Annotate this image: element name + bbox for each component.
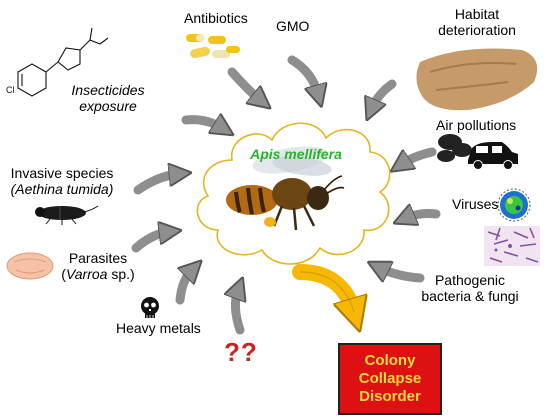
label-insecticides: Insecticides exposure bbox=[60, 82, 156, 114]
label-heavy-metals: Heavy metals bbox=[116, 320, 201, 336]
label-pathogenic-line1: Pathogenic bbox=[434, 272, 506, 288]
center-title: Apis mellifera bbox=[250, 146, 342, 162]
arrow-heavy bbox=[175, 270, 192, 305]
label-parasites-sp: sp.) bbox=[107, 266, 135, 282]
habitat-soil-icon bbox=[416, 48, 538, 111]
skull-icon bbox=[141, 297, 159, 318]
arrow-pathogenic bbox=[380, 268, 425, 278]
label-habitat-line2: deterioration bbox=[438, 22, 516, 38]
svg-text:Cl: Cl bbox=[6, 85, 15, 95]
arrow-gmo bbox=[287, 55, 318, 94]
label-unknown-factors: ?? bbox=[224, 337, 258, 367]
arrow-parasites bbox=[131, 232, 168, 253]
arrow-unknown bbox=[235, 290, 240, 335]
label-habitat-line1: Habitat bbox=[454, 6, 500, 22]
varroa-mite-icon bbox=[6, 252, 54, 280]
car-pollution-icon bbox=[437, 134, 518, 170]
arrow-antibiotics bbox=[227, 67, 260, 100]
bacteria-fungi-icon bbox=[484, 226, 540, 266]
label-parasites-genus: Varroa bbox=[65, 266, 108, 282]
arrow-habitat bbox=[372, 79, 397, 108]
chemical-structure-icon: Cl bbox=[6, 27, 109, 97]
label-habitat: Habitat deterioration bbox=[432, 6, 522, 38]
outcome-line3: Disorder bbox=[359, 388, 421, 405]
label-antibiotics: Antibiotics bbox=[184, 10, 248, 26]
label-pathogenic: Pathogenic bacteria & fungi bbox=[414, 272, 526, 304]
gray-arrows bbox=[131, 55, 441, 335]
label-parasites: Parasites (Varroa sp.) bbox=[58, 250, 138, 282]
label-parasites-paren-open: ( bbox=[61, 266, 66, 282]
arrow-air bbox=[402, 147, 437, 164]
label-air-pollutions: Air pollutions bbox=[436, 117, 517, 133]
beetle-icon bbox=[35, 205, 99, 225]
outcome-line2: Collapse bbox=[358, 370, 422, 387]
colony-collapse-disorder-box: Colony Collapse Disorder bbox=[338, 343, 442, 415]
pills-icon bbox=[186, 34, 240, 59]
label-insecticides-line1: Insecticides bbox=[71, 82, 145, 98]
label-insecticides-line2: exposure bbox=[79, 98, 137, 114]
label-invasive-line1: Invasive species bbox=[10, 165, 114, 181]
arrow-viruses bbox=[406, 214, 441, 219]
label-parasites-line1: Parasites bbox=[68, 250, 128, 266]
arrow-invasive bbox=[133, 174, 178, 195]
label-viruses: Viruses bbox=[452, 196, 499, 212]
label-invasive: Invasive species (Aethina tumida) bbox=[2, 165, 122, 197]
label-pathogenic-line2: bacteria & fungi bbox=[421, 288, 519, 304]
bee-illustration bbox=[226, 146, 345, 231]
label-gmo: GMO bbox=[276, 18, 310, 34]
outcome-line1: Colony bbox=[364, 352, 416, 369]
label-invasive-line2: (Aethina tumida) bbox=[10, 181, 114, 197]
virus-icon bbox=[497, 188, 531, 222]
arrow-insecticides bbox=[181, 120, 222, 128]
